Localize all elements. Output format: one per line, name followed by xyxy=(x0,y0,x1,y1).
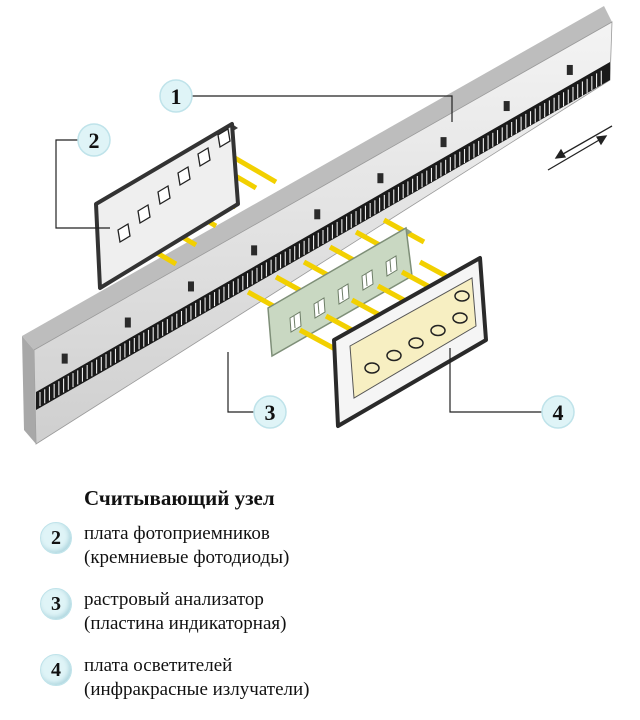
photoreceiver-board xyxy=(94,122,240,290)
legend-text: растровый анализатор (пластина индикатор… xyxy=(84,588,286,636)
raster-window xyxy=(337,283,350,305)
legend-item-photoreceiver: 2 плата фотоприемников (кремниевые фотод… xyxy=(40,522,620,588)
callout-3-number: 3 xyxy=(265,400,276,425)
legend-line: плата фотоприемников xyxy=(84,523,270,544)
legend-text: плата осветителей (инфракрасные излучате… xyxy=(84,654,310,702)
legend-badge: 4 xyxy=(40,654,72,686)
reference-mark xyxy=(124,317,131,328)
legend-line: (пластина индикаторная) xyxy=(84,613,287,634)
photodiode xyxy=(117,222,131,244)
infrared-emitter xyxy=(364,362,380,374)
legend-line: (кремниевые фотодиоды) xyxy=(84,547,290,568)
raster-windows xyxy=(289,255,398,333)
raster-slit xyxy=(293,315,296,329)
callout-badges: 1 2 3 4 xyxy=(77,79,575,429)
legend-line: растровый анализатор xyxy=(84,589,264,610)
legend-badge: 3 xyxy=(40,588,72,620)
raster-slit xyxy=(365,273,368,287)
scale-graduations xyxy=(39,70,602,406)
leader-2 xyxy=(55,139,110,229)
reference-mark xyxy=(440,137,447,148)
callout-2: 2 xyxy=(77,123,111,157)
infrared-emitter xyxy=(454,290,470,302)
raster-slit xyxy=(317,301,320,315)
legend-title: Считывающий узел xyxy=(84,486,275,510)
reference-mark xyxy=(187,281,194,292)
legend-line: плата осветителей xyxy=(84,655,233,676)
legend-text: плата фотоприемников (кремниевые фотодио… xyxy=(84,522,289,570)
infrared-emitter xyxy=(386,349,402,362)
callout-2-number: 2 xyxy=(89,128,100,153)
reference-mark xyxy=(377,173,384,184)
reference-mark xyxy=(566,64,573,75)
legend-line: (инфракрасные излучатели) xyxy=(84,679,310,700)
photodiode xyxy=(197,146,211,168)
legend: Считывающий узел 2 плата фотоприемников … xyxy=(40,484,620,720)
leader-1 xyxy=(192,95,453,122)
photodiodes xyxy=(117,127,231,244)
scale xyxy=(22,6,613,445)
raster-window xyxy=(289,311,302,333)
scale-top-face xyxy=(22,6,612,350)
photodiode xyxy=(137,203,151,225)
callout-1-number: 1 xyxy=(171,84,182,109)
reading-unit-diagram: 1 2 3 4 xyxy=(22,6,613,445)
raster-slit xyxy=(389,259,392,273)
leader-3 xyxy=(227,352,254,413)
leader-4 xyxy=(449,348,542,413)
callout-4-number: 4 xyxy=(553,400,564,425)
reference-mark xyxy=(503,101,510,112)
led-board xyxy=(332,256,488,428)
callout-1: 1 xyxy=(159,79,193,113)
infrared-emitter xyxy=(430,324,446,337)
callout-3: 3 xyxy=(253,395,287,429)
photodiode xyxy=(217,127,231,149)
raster-window xyxy=(313,297,326,319)
legend-item-led-board: 4 плата осветителей (инфракрасные излуча… xyxy=(40,654,620,720)
photodiode xyxy=(177,165,191,187)
raster-window xyxy=(361,269,374,291)
legend-item-raster-analyzer: 3 растровый анализатор (пластина индикат… xyxy=(40,588,620,654)
infrared-emitter xyxy=(408,337,424,349)
callout-leaders xyxy=(55,95,542,413)
reference-mark xyxy=(61,353,68,364)
callout-4: 4 xyxy=(541,395,575,429)
reference-mark xyxy=(251,245,258,256)
raster-window xyxy=(385,255,398,277)
legend-badge: 2 xyxy=(40,522,72,554)
reference-marks xyxy=(61,64,573,364)
photodiode xyxy=(157,184,171,206)
scale-end-face xyxy=(22,336,36,444)
raster-analyzer xyxy=(267,226,413,358)
motion-arrows-icon xyxy=(547,125,613,171)
reference-mark xyxy=(314,209,321,220)
raster-slit xyxy=(341,287,344,301)
infrared-emitter xyxy=(452,312,468,324)
infrared-emitters xyxy=(364,290,470,374)
